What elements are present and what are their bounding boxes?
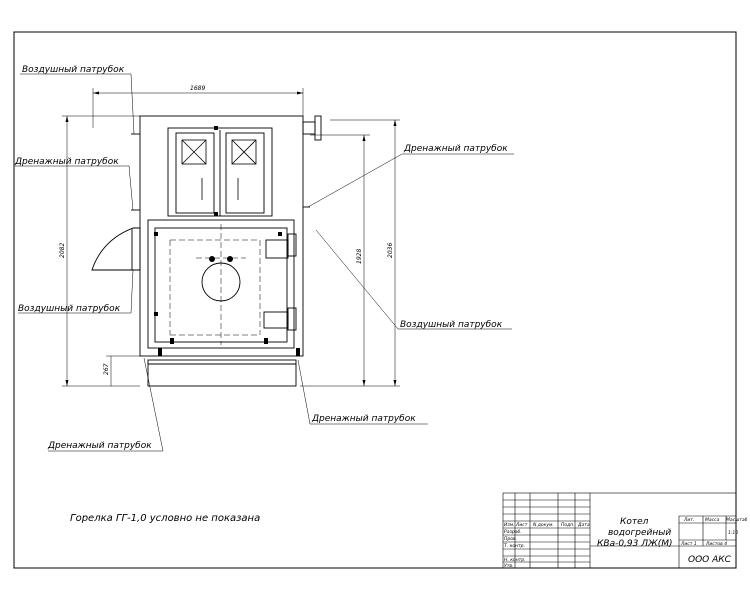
tb-col-scale: Масштаб [726, 517, 748, 523]
label-air-right-bottom: Воздушный патрубок [400, 320, 503, 330]
label-drain-right-bottom: Дренажный патрубок [311, 414, 416, 424]
tb-company: ООО АКС [688, 555, 732, 565]
label-air-left-bottom: Воздушный патрубок [18, 304, 121, 314]
bolts [154, 126, 300, 356]
note-burner: Горелка ГГ-1,0 условно не показана [70, 513, 260, 524]
tb-razrab: Разраб. [504, 529, 522, 535]
tb-sheets: Листов 4 [705, 541, 727, 547]
dimension-arrows [65, 91, 397, 386]
dim-width-top: 1689 [190, 85, 205, 92]
dimension-lines [62, 88, 400, 387]
title-block [502, 492, 737, 569]
boiler-body [91, 115, 322, 387]
tb-col-mass: Масса [705, 517, 720, 523]
label-drain-right-top: Дренажный патрубок [403, 144, 508, 154]
tb-izm: Изм. [504, 522, 515, 528]
tb-title-line3: КВа-0,93 ЛЖ(М) [597, 539, 672, 549]
tb-title-line1: Котел [620, 517, 649, 527]
drawing-frame [13, 31, 737, 569]
label-drain-left-top: Дренажный патрубок [14, 157, 119, 167]
tb-list: Лист [515, 522, 528, 528]
dim-height-left: 2082 [59, 243, 66, 258]
tb-col-lit: Лит. [683, 517, 694, 523]
leader-lines [15, 73, 514, 452]
tb-data: Дата [577, 522, 590, 528]
tb-nkontr: Н. контр. [504, 557, 526, 563]
tb-ndok: N докум. [533, 522, 554, 528]
vent-crosses [181, 139, 257, 200]
dim-height-right-inner: 1928 [356, 249, 363, 264]
tb-title-line2: водогрейный [608, 528, 671, 538]
tb-prov: Пров. [504, 536, 517, 542]
dim-height-right-outer: 2036 [387, 243, 394, 258]
label-air-left-top: Воздушный патрубок [22, 65, 125, 75]
tb-scale-value: 1:10 [728, 530, 738, 536]
label-drain-left-bottom: Дренажный патрубок [47, 441, 152, 451]
tb-podp: Подп. [561, 522, 575, 528]
tb-sheet: Лист 1 [680, 541, 697, 547]
tb-utv: Утв. [504, 563, 513, 569]
center-lines [169, 224, 261, 345]
tb-tkontr: Т. контр. [504, 543, 525, 549]
dim-base-height: 267 [103, 363, 110, 375]
